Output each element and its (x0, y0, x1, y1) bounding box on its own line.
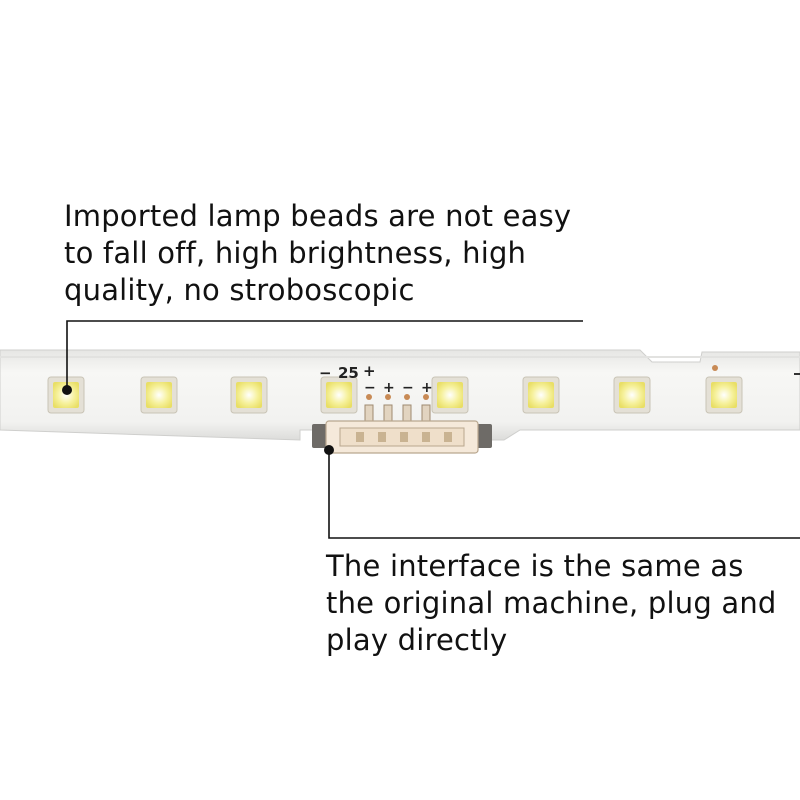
pin-label-2: + (383, 380, 395, 396)
led-bead-8 (705, 376, 743, 414)
led-bead-1 (47, 376, 85, 414)
led-bead-5 (431, 376, 469, 414)
caption-interface: The interface is the same as the origina… (326, 549, 777, 657)
led-bead-6 (522, 376, 560, 414)
solder-pad (404, 394, 410, 400)
callout-dot-bottom (324, 445, 334, 455)
led-bead-4 (320, 376, 358, 414)
pcb-minus-label: − (319, 364, 332, 382)
led-bead-7 (613, 376, 651, 414)
solder-pad (423, 394, 429, 400)
connector-interface (312, 420, 492, 454)
pin-label-3: − (402, 380, 414, 396)
pin-label-4: + (421, 380, 433, 396)
solder-pad (366, 394, 372, 400)
pcb-plus-label: + (363, 362, 376, 380)
pin-label-1: − (364, 380, 376, 396)
pcb-number-label: 25 (338, 364, 359, 382)
solder-pad (385, 394, 391, 400)
pcb-board (0, 349, 800, 441)
callout-line-top (66, 320, 583, 390)
callout-line-bottom (328, 450, 800, 539)
led-bead-2 (140, 376, 178, 414)
callout-dot-top (62, 385, 72, 395)
led-bead-3 (230, 376, 268, 414)
caption-lamp-beads: Imported lamp beads are not easy to fall… (64, 199, 572, 307)
